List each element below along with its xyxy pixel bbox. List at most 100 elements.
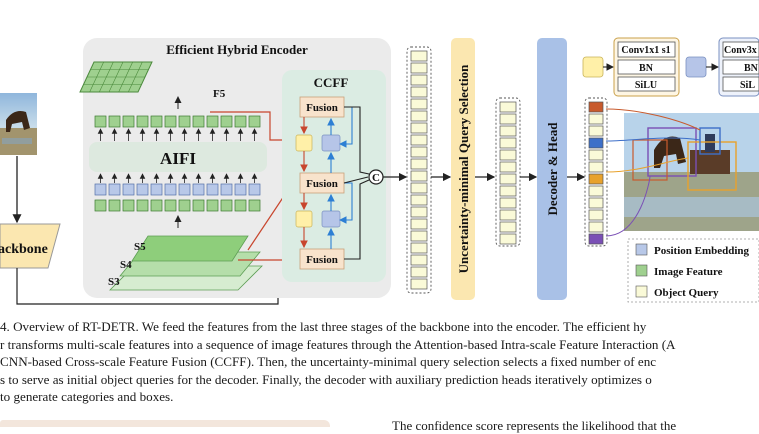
image-feature-token <box>234 199 247 212</box>
fusion-label-mid: Fusion <box>306 178 338 190</box>
encoder-output-token <box>410 266 428 278</box>
link-query-4 <box>605 175 651 237</box>
image-feature-token <box>164 199 177 212</box>
aifi-output-token <box>192 115 205 128</box>
position-embedding-token <box>136 183 149 196</box>
encoder-output-token <box>410 122 428 134</box>
encoder-output-token <box>410 110 428 122</box>
aifi-output-token <box>178 115 191 128</box>
backbone-box <box>0 223 61 269</box>
position-embedding-token <box>248 183 261 196</box>
upsample-block-top <box>295 134 313 152</box>
output-query-token <box>588 173 604 185</box>
next-figure-strip <box>0 420 330 427</box>
stage-s3-label: S3 <box>108 276 120 288</box>
legend-blue-block <box>685 56 707 78</box>
selected-query-token <box>499 185 517 197</box>
legend-label-position: Position Embedding <box>654 245 750 257</box>
position-embedding-token <box>164 183 177 196</box>
caption-line-5: to generate categories and boxes. <box>0 389 174 405</box>
encoder-output-token <box>410 242 428 254</box>
position-embedding-token <box>94 183 107 196</box>
position-embedding-token <box>122 183 135 196</box>
rt-detr-overview-figure: ackbone Efficient Hybrid Encoder F5 AIFI… <box>0 37 759 305</box>
encoder-output-column <box>406 46 432 294</box>
image-feature-token <box>206 199 219 212</box>
legend-label-query: Object Query <box>654 287 719 299</box>
link-query-1 <box>605 108 701 131</box>
selected-query-token <box>499 113 517 125</box>
selected-query-token <box>499 233 517 245</box>
selected-query-token <box>499 221 517 233</box>
bn-label-right: BN <box>744 63 759 74</box>
bn-label-left: BN <box>639 63 654 74</box>
aifi-output-token <box>136 115 149 128</box>
selected-query-token <box>499 125 517 137</box>
legend-swatch-query <box>635 285 648 298</box>
aifi-output-arrows <box>97 128 258 141</box>
conv1x1-cell <box>617 41 676 58</box>
output-query-column <box>584 97 608 247</box>
conv3x3-cell <box>722 41 759 58</box>
image-feature-token <box>108 199 121 212</box>
link-query-3 <box>605 157 689 173</box>
stage-s5-label: S5 <box>134 241 146 253</box>
out-top-to-concat <box>344 106 370 175</box>
conv1x1-label: Conv1x1 s1 <box>621 45 670 56</box>
output-query-token <box>588 113 604 125</box>
bn-cell-left <box>617 59 676 75</box>
out-mid-to-concat <box>343 176 369 184</box>
decoder-head-label: Decoder & Head <box>545 122 560 216</box>
encoder-output-token <box>410 182 428 194</box>
image-feature-token <box>136 199 149 212</box>
stage-s4-label: S4 <box>120 259 132 271</box>
aifi-output-token <box>108 115 121 128</box>
selected-query-tokens <box>499 101 517 245</box>
encoder-output-token <box>410 254 428 266</box>
link-query-2 <box>605 137 701 142</box>
output-query-token <box>588 137 604 149</box>
encoder-output-token <box>410 278 428 290</box>
output-query-token <box>588 101 604 113</box>
conv-block-bottom <box>321 210 341 228</box>
selected-query-token <box>499 173 517 185</box>
decoder-head-bar <box>537 38 567 300</box>
silu-cell-right <box>722 76 759 92</box>
output-query-token <box>588 197 604 209</box>
ccff-title: CCFF <box>314 75 349 90</box>
legend-box <box>627 238 759 303</box>
output-query-tokens <box>588 101 604 245</box>
image-feature-token <box>248 199 261 212</box>
concat-symbol: C <box>372 172 380 184</box>
caption-line-4: s to serve as initial object queries for… <box>0 371 652 387</box>
encoder-output-token <box>410 194 428 206</box>
upsample-block-bottom <box>295 210 313 228</box>
body-text-fragment: The confidence score represents the like… <box>392 418 677 433</box>
encoder-output-token <box>410 134 428 146</box>
f5-grid-lines <box>83 61 149 93</box>
selected-query-token <box>499 161 517 173</box>
f5-label: F5 <box>213 88 226 100</box>
aifi-output-token <box>220 115 233 128</box>
selected-query-token <box>499 101 517 113</box>
image-feature-token <box>122 199 135 212</box>
position-embedding-token <box>206 183 219 196</box>
output-query-token <box>588 161 604 173</box>
image-feature-token <box>192 199 205 212</box>
aifi-block <box>89 142 267 172</box>
aifi-output-token <box>94 115 107 128</box>
arrow-f5-to-ccff <box>210 111 294 145</box>
aifi-label: AIFI <box>160 149 196 168</box>
out-bottom-to-concat <box>344 179 370 260</box>
selected-query-token <box>499 197 517 209</box>
position-embedding-tokens <box>94 183 261 196</box>
position-embedding-token <box>150 183 163 196</box>
encoder-output-token <box>410 230 428 242</box>
encoder-output-token <box>410 98 428 110</box>
selected-query-token <box>499 209 517 221</box>
output-query-token <box>588 185 604 197</box>
encoder-output-token <box>410 170 428 182</box>
output-query-token <box>588 233 604 245</box>
encoder-output-token <box>410 206 428 218</box>
output-query-token <box>588 149 604 161</box>
